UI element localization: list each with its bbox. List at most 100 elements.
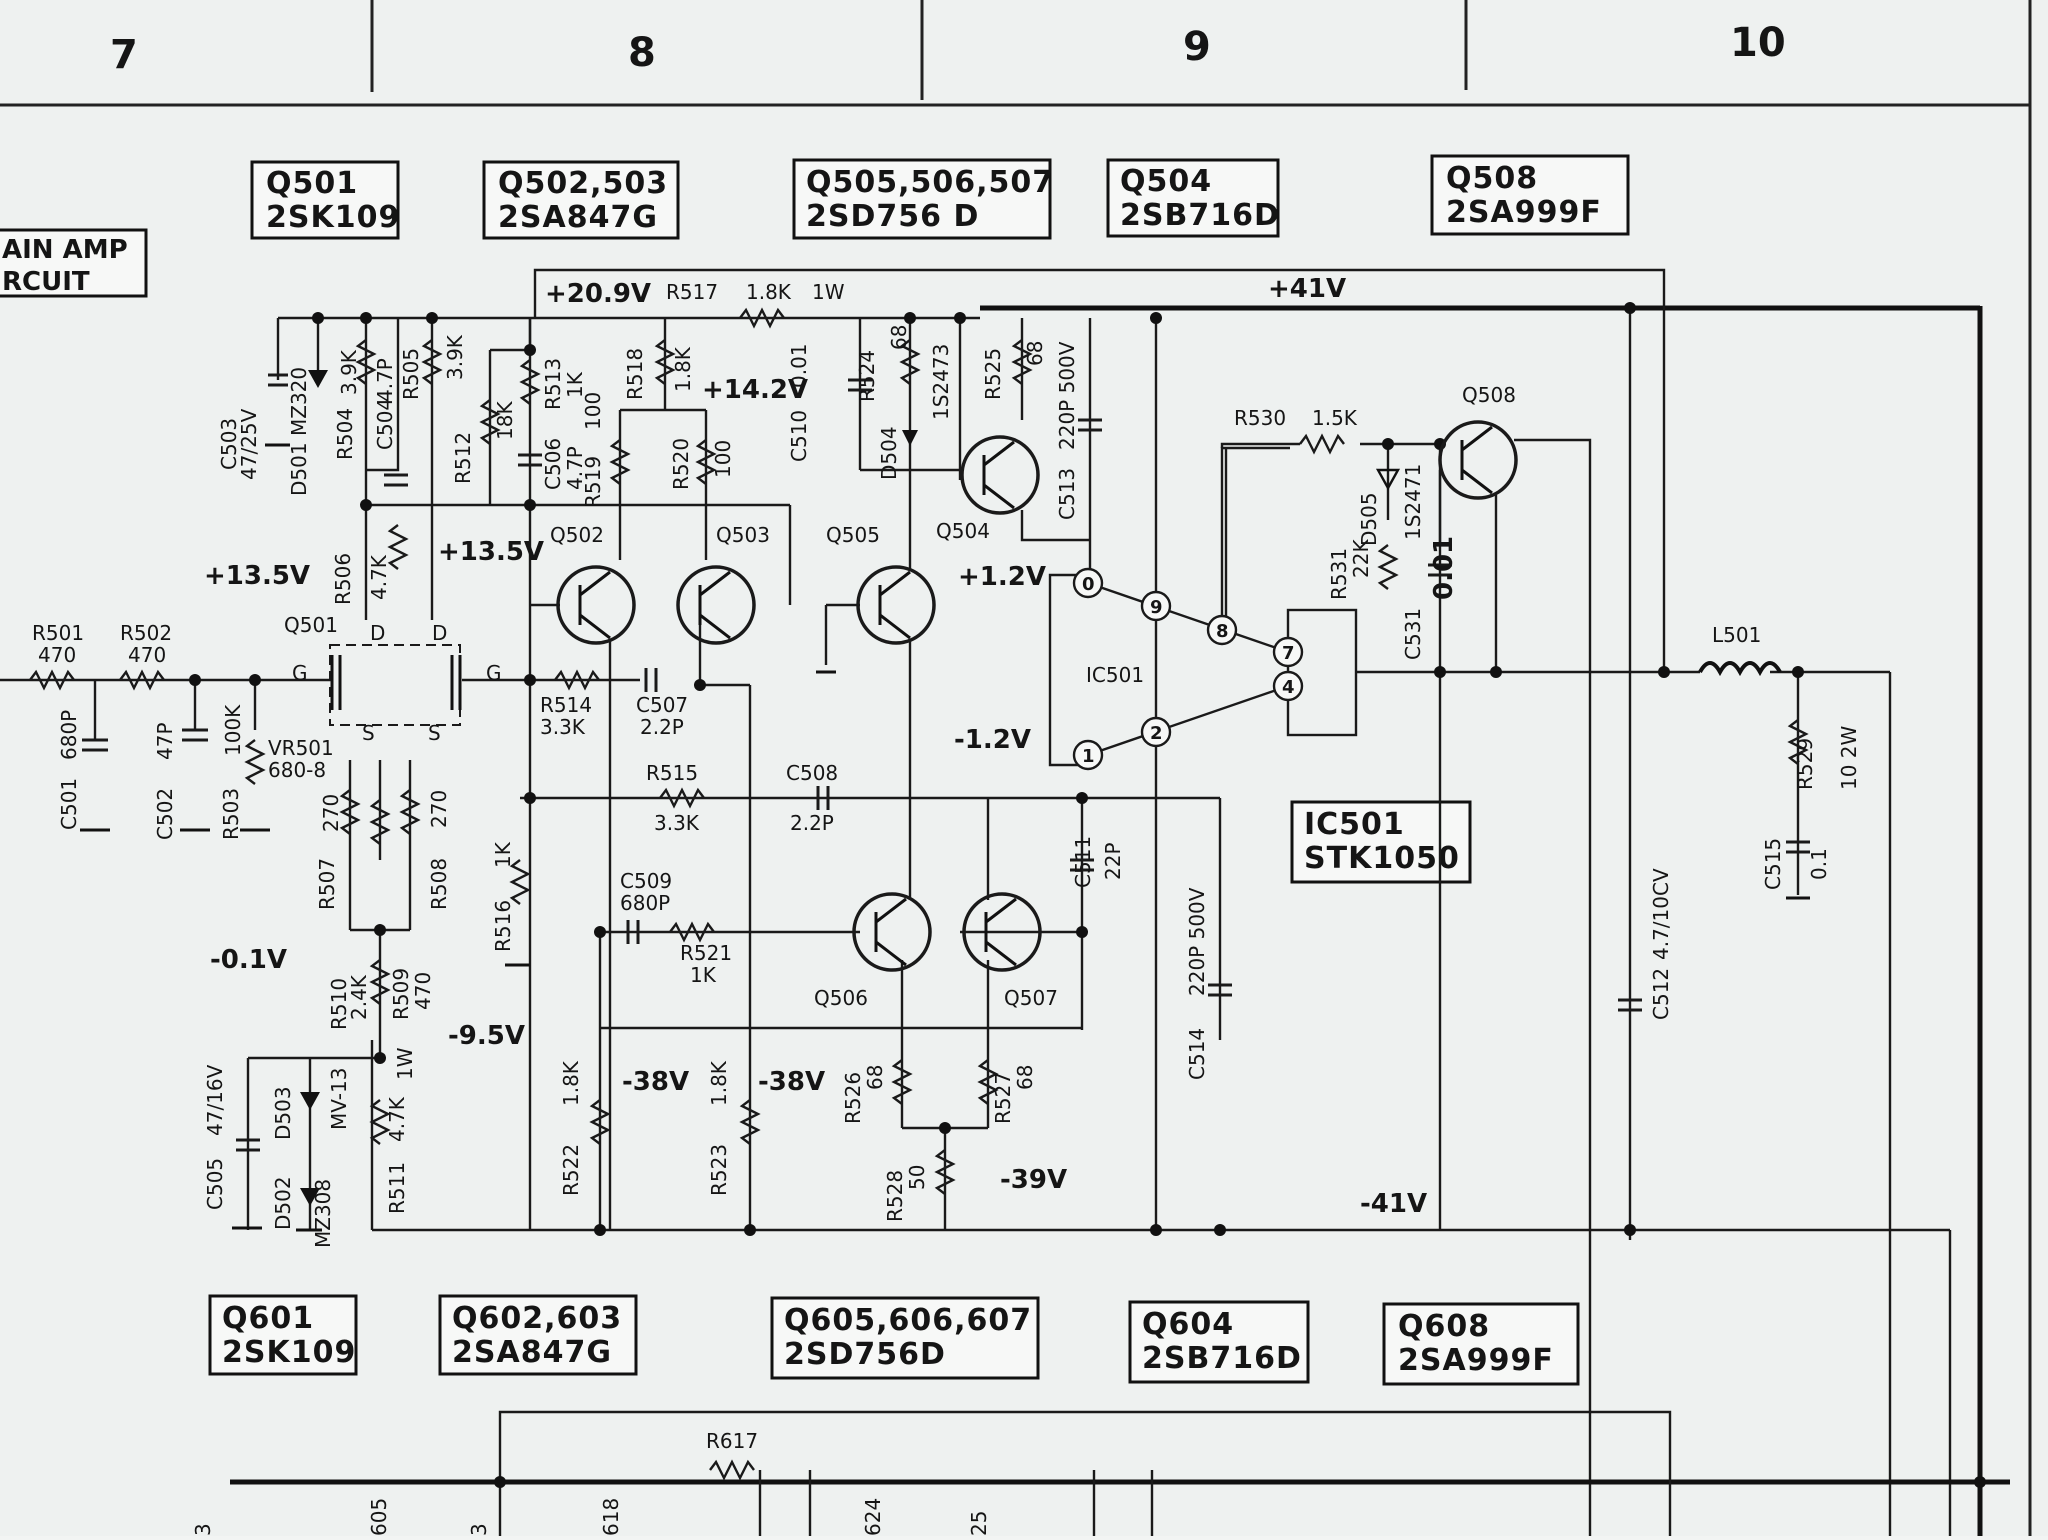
transistor-box-q508: Q508 2SA999F: [1430, 154, 1630, 236]
label-plus-14-2v: +14.2V: [702, 375, 808, 405]
value-d503: MV-13: [327, 1068, 351, 1130]
label-r522: R522: [559, 1144, 583, 1196]
label-r506: R506: [331, 553, 355, 605]
column-10: 10: [1730, 20, 1786, 66]
value-r520: 100: [711, 440, 735, 478]
ic-pin-0: 0: [1082, 574, 1095, 595]
value-r505: 3.9K: [443, 334, 467, 380]
column-9: 9: [1183, 24, 1211, 70]
label-minus-38v-b: -38V: [758, 1067, 825, 1097]
component-labels: R501 470 R502 470 VR501 680-8 R517 1.8K …: [32, 280, 1761, 1453]
label-r515: R515: [646, 761, 698, 785]
transistor-box-q604: Q604 2SB716D: [1128, 1300, 1310, 1384]
label-vr501: VR501: [268, 736, 334, 760]
box-ref: Q608: [1398, 1309, 1490, 1344]
label-q502: Q502: [550, 523, 604, 547]
transistor-box-q505-507: Q505,506,507 2SD756 D: [792, 158, 1053, 240]
label-d501: D501: [287, 442, 311, 496]
label-r504: R504: [333, 408, 357, 460]
label-c508: C508: [786, 761, 838, 785]
value-r529: 10 2W: [1837, 725, 1861, 790]
value-r527: 68: [1013, 1065, 1037, 1090]
label-q504: Q504: [936, 519, 990, 543]
value-r513: 1K: [563, 371, 587, 398]
label-r509: R509: [389, 968, 413, 1020]
transistor-box-q605-607: Q605,606,607 2SD756D: [770, 1296, 1040, 1380]
ic-pin-7: 7: [1282, 643, 1295, 664]
transistor-box-q608: Q608 2SA999F: [1382, 1302, 1580, 1386]
fet-pin-g-left: G: [292, 661, 308, 685]
resistor-symbols: [29, 307, 1809, 1481]
value-c506: 4.7P: [563, 446, 587, 490]
box-part: 2SB716D: [1142, 1341, 1302, 1376]
box-ref: IC501: [1304, 807, 1405, 842]
value-c508: 2.2P: [790, 811, 834, 835]
label-c510: C510: [787, 410, 811, 462]
value-c505: 47/16V: [203, 1064, 227, 1136]
fet-pin-s-left: S: [362, 721, 375, 745]
column-7: 7: [110, 32, 138, 78]
rotated-component-labels: C501 680P C502 47P R503 100K C503 47/25V…: [57, 325, 1861, 1536]
label-r529: R529: [1793, 738, 1817, 790]
value-r509: 470: [411, 972, 435, 1010]
transistor-symbols: [330, 420, 1518, 972]
label-c507: C507: [636, 693, 688, 717]
label-c503: C503: [217, 418, 241, 470]
value-c531: 0.01: [1429, 536, 1459, 600]
label-r502: R502: [120, 621, 172, 645]
box-part: 2SA999F: [1398, 1343, 1554, 1378]
value-d502: MZ308: [311, 1179, 335, 1248]
label-plus-13-5v-right: +13.5V: [438, 537, 544, 567]
value-r507: 270: [319, 794, 343, 832]
ic-pin-9: 9: [1150, 597, 1163, 618]
label-ic501: IC501: [1086, 663, 1144, 687]
value-r510: 2.4K: [347, 974, 371, 1020]
voltage-labels: +20.9V +41V +14.2V +13.5V +13.5V +1.2V -…: [204, 274, 1427, 1219]
label-plus-13-5v-left: +13.5V: [204, 561, 310, 591]
label-partial-605: 605: [367, 1498, 391, 1536]
value-r512: 18K: [493, 401, 517, 440]
label-minus-1-2v: -1.2V: [954, 725, 1031, 755]
box-part: 2SA999F: [1446, 195, 1602, 230]
label-r508: R508: [427, 858, 451, 910]
label-d502: D502: [271, 1176, 295, 1230]
value-r516: 1K: [491, 841, 515, 868]
ic-pin-1: 1: [1082, 746, 1095, 767]
label-r501: R501: [32, 621, 84, 645]
label-r526: R526: [841, 1072, 865, 1124]
ic-box-stk1050: IC501 STK1050: [1290, 800, 1472, 884]
label-plus-20-9v: +20.9V: [545, 279, 651, 309]
value-r522: 1.8K: [559, 1060, 583, 1106]
box-part: STK1050: [1304, 841, 1460, 876]
label-minus-9-5v: -9.5V: [448, 1021, 525, 1051]
value-r504: 3.9K: [337, 349, 361, 395]
label-c511: C511: [1071, 836, 1095, 888]
label-r507: R507: [315, 858, 339, 910]
label-q507: Q507: [1004, 986, 1058, 1010]
value-r524: 68: [887, 325, 911, 350]
box-ref: Q605,606,607: [784, 1303, 1032, 1338]
label-r530: R530: [1234, 406, 1286, 430]
ic501-pins: 0 9 8 7 4 2 1: [1072, 567, 1304, 771]
label-r523: R523: [707, 1144, 731, 1196]
label-minus-41v: -41V: [1360, 1189, 1427, 1219]
value-r528: 50: [905, 1165, 929, 1190]
label-c513: C513: [1055, 468, 1079, 520]
label-r617: R617: [706, 1429, 758, 1453]
label-c514: C514: [1185, 1028, 1209, 1080]
transistor-box-q601: Q601 2SK109: [208, 1294, 358, 1376]
ic-pin-8: 8: [1216, 621, 1229, 642]
label-minus-38v-a: -38V: [622, 1067, 689, 1097]
label-r511: R511: [385, 1162, 409, 1214]
label-r527: R527: [991, 1072, 1015, 1124]
section-title-line1: AIN AMP: [2, 235, 128, 265]
value-c515: 0.1: [1807, 848, 1831, 880]
value-r502: 470: [128, 643, 166, 667]
label-plus-1-2v: +1.2V: [958, 562, 1046, 592]
watt-r517: 1W: [812, 280, 845, 304]
label-partial-618: 618: [599, 1498, 623, 1536]
label-q501: Q501: [284, 613, 338, 637]
label-q505: Q505: [826, 523, 880, 547]
value-r503: 100K: [221, 704, 245, 756]
